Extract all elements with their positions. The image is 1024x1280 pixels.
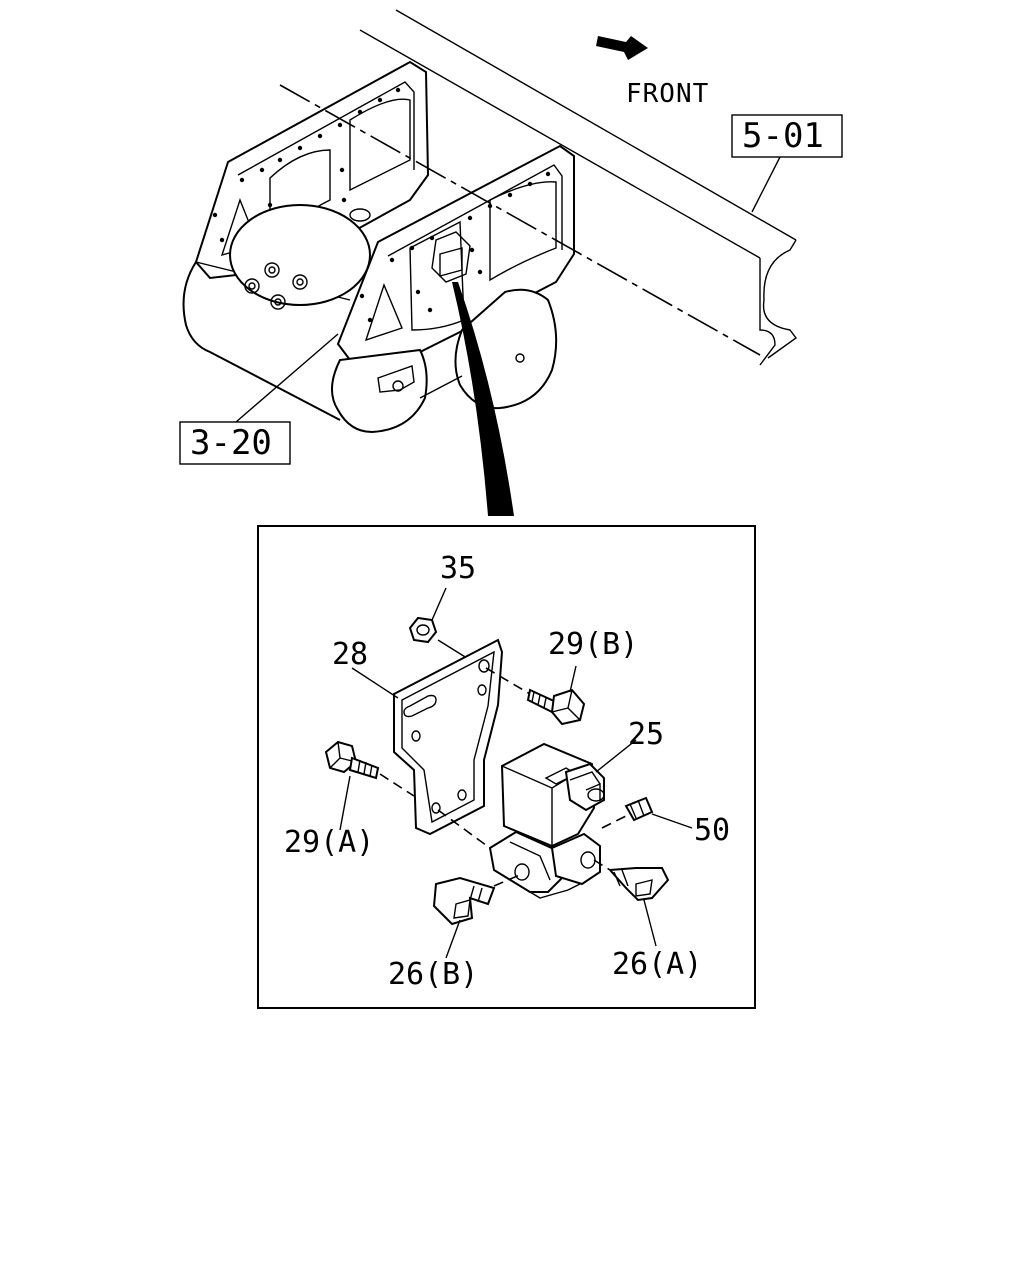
part-plug[interactable]: 50 xyxy=(601,796,730,848)
callout-elbow-a: 26(A) xyxy=(612,947,702,982)
front-direction-indicator: FRONT xyxy=(596,36,709,109)
frame-rail xyxy=(279,9,797,366)
part-bracket[interactable]: 28 xyxy=(332,637,504,836)
callout-nut: 35 xyxy=(440,551,476,586)
chassis-assembly-view: FRONT 5-01 xyxy=(179,9,843,516)
front-arrow-icon xyxy=(596,36,648,60)
callout-bolt-a: 29(A) xyxy=(284,825,374,860)
part-elbow-b[interactable]: 26(B) xyxy=(388,873,523,992)
callout-plug: 50 xyxy=(694,813,730,848)
front-label: FRONT xyxy=(626,79,709,109)
ref-label-suspension: 3-20 xyxy=(190,423,272,463)
callout-bracket: 28 xyxy=(332,637,368,672)
ref-box-frame[interactable]: 5-01 xyxy=(731,114,843,213)
part-bolt-b[interactable]: 29(B) xyxy=(485,627,638,726)
zoom-leader xyxy=(452,282,514,516)
part-bolt-a[interactable]: 29(A) xyxy=(284,740,415,860)
left-air-spring xyxy=(182,204,371,421)
ref-label-frame: 5-01 xyxy=(742,116,824,156)
detail-frame xyxy=(257,525,756,1009)
part-nut[interactable]: 35 xyxy=(408,551,476,661)
callout-bolt-b: 29(B) xyxy=(548,627,638,662)
right-air-springs xyxy=(331,288,558,434)
part-valve[interactable]: 25 xyxy=(488,717,664,899)
left-hanger-plate xyxy=(194,60,430,280)
part-elbow-a[interactable]: 26(A) xyxy=(593,859,702,982)
callout-elbow-b: 26(B) xyxy=(388,957,478,992)
callout-valve: 25 xyxy=(628,717,664,752)
ref-box-suspension[interactable]: 3-20 xyxy=(179,333,339,465)
detail-view: 35 28 29(B) xyxy=(257,525,756,1009)
